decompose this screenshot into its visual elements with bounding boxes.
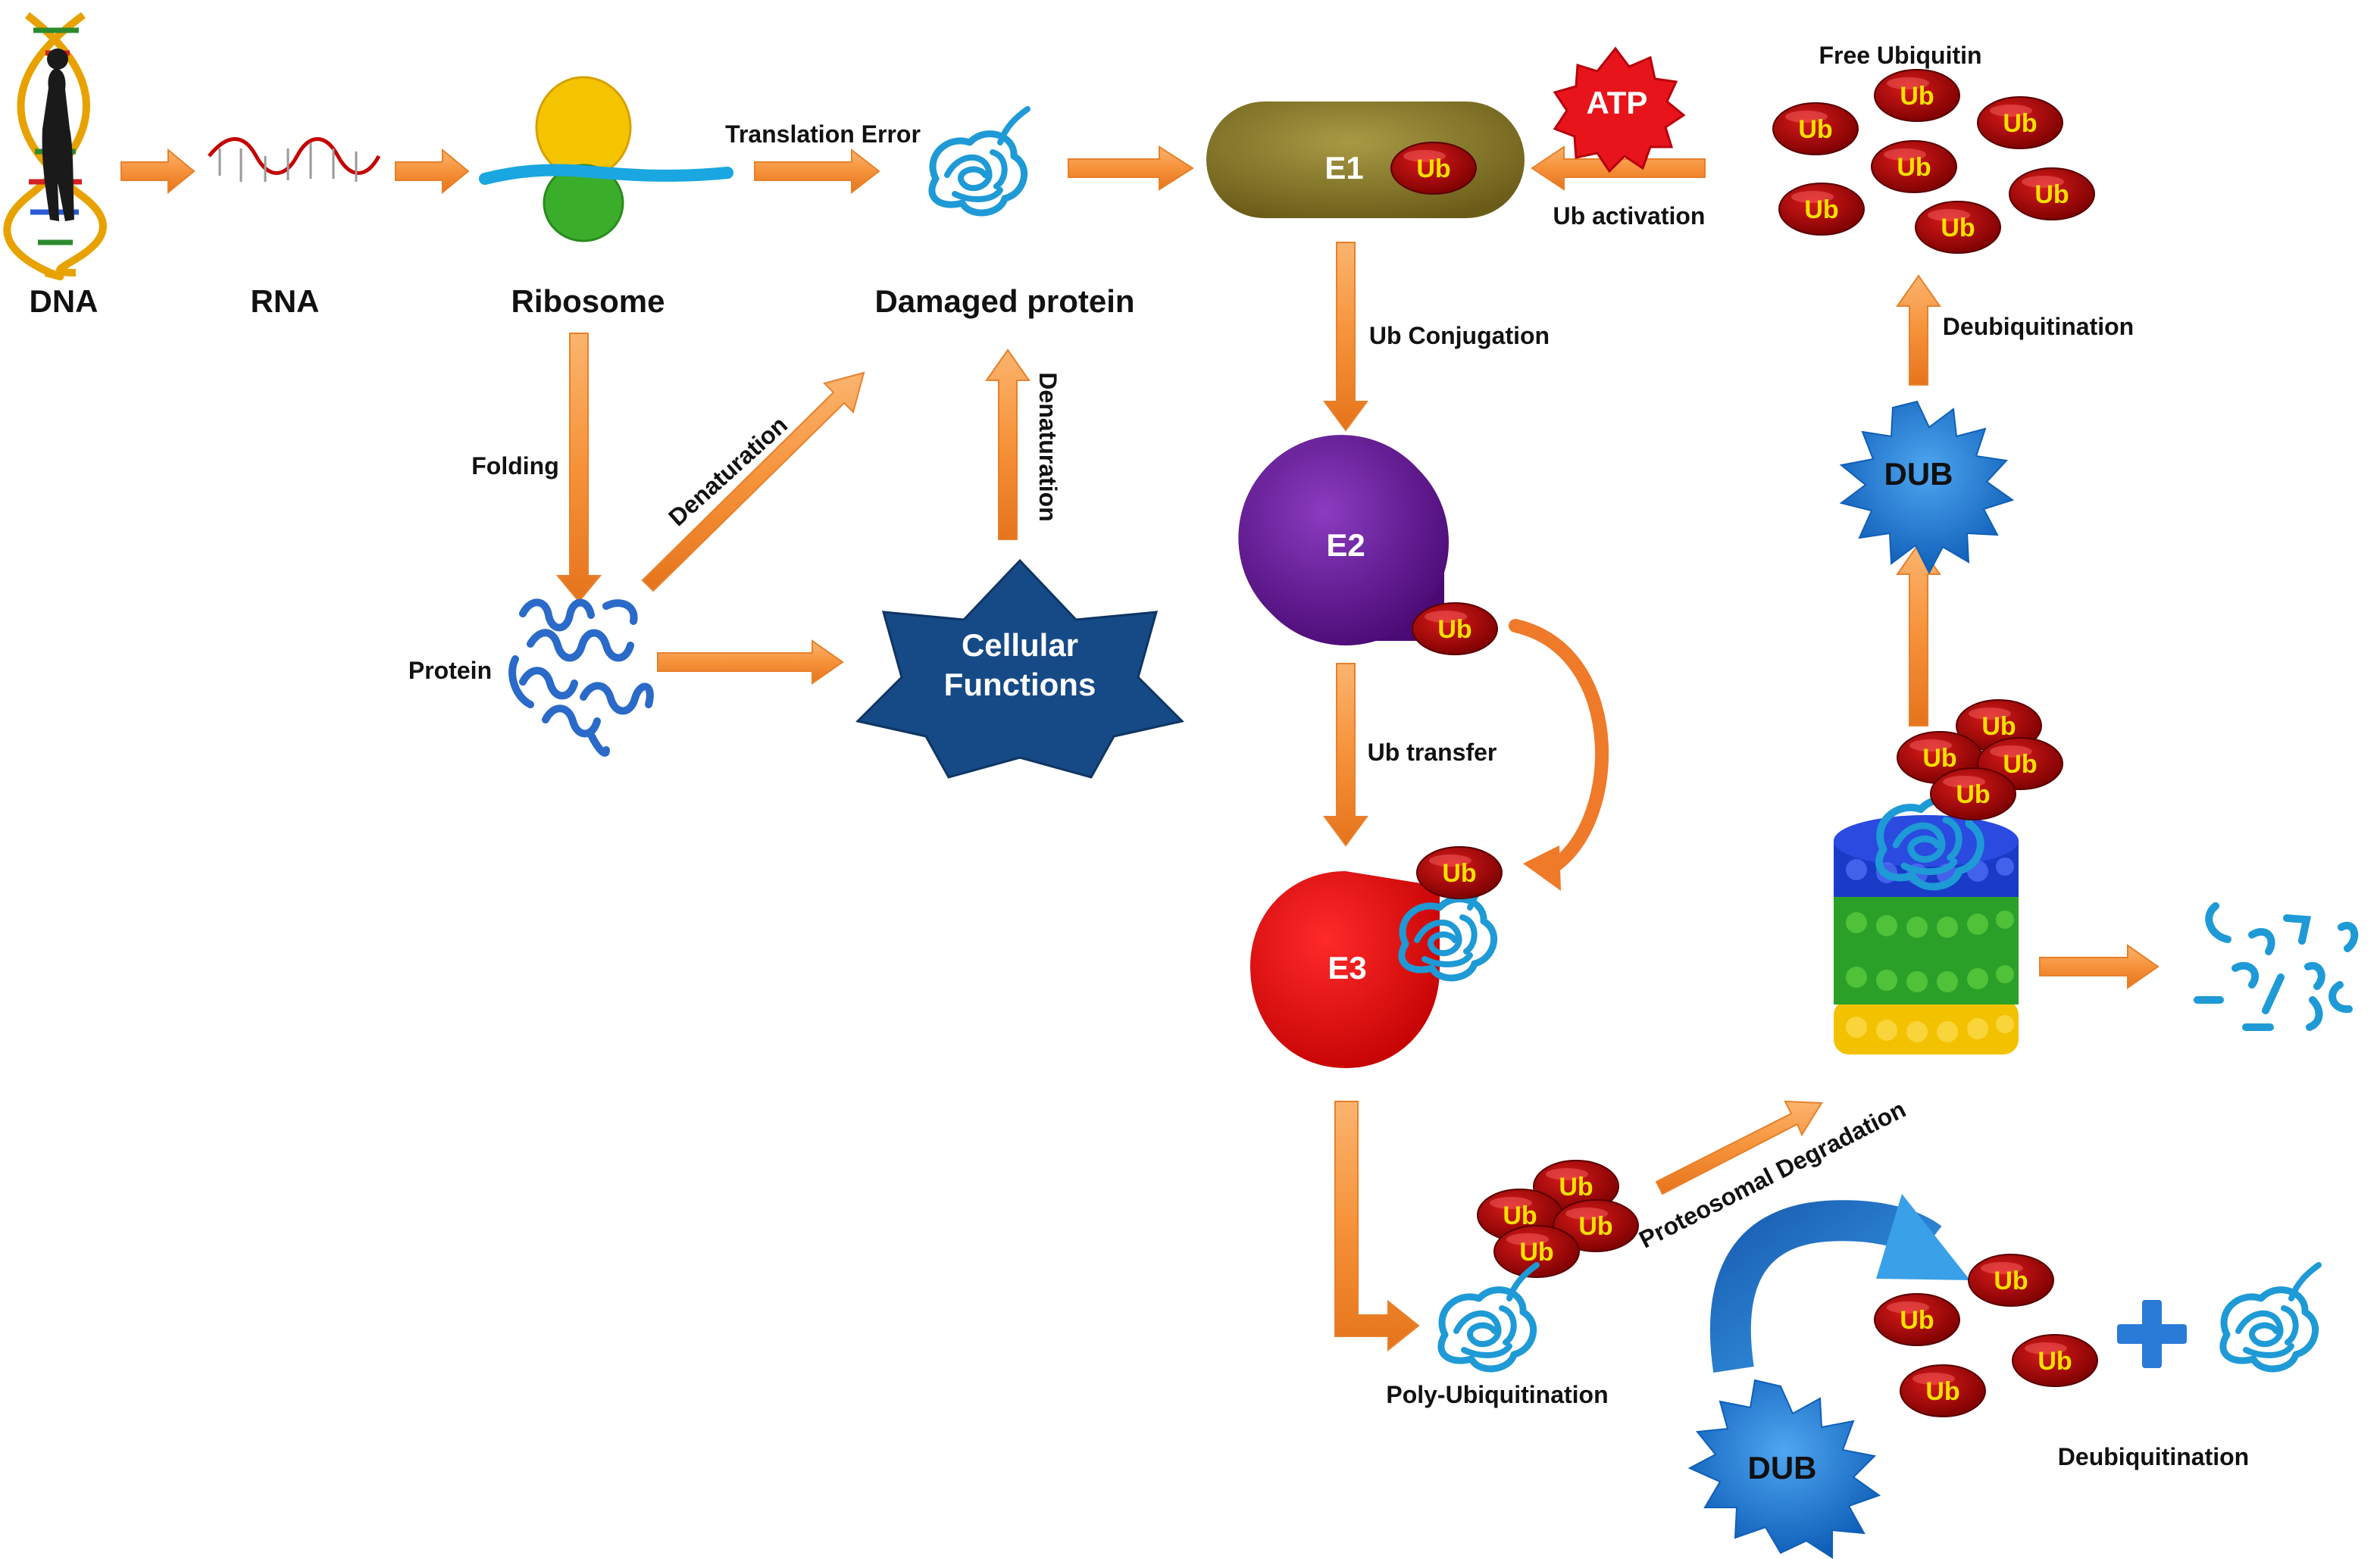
e1-enzyme: E1 Ub xyxy=(1206,102,1525,218)
released-protein-icon xyxy=(2223,1265,2319,1369)
flow-arrows xyxy=(120,145,2160,1352)
rna-label: RNA xyxy=(251,283,320,319)
poly-ub-3: Ub xyxy=(1578,1212,1612,1241)
arrow-e3-to-poly xyxy=(1334,1101,1420,1352)
free-ubiquitin-label: Free Ubiquitin xyxy=(1819,42,1981,69)
free-ubiquitin-cluster: Ub Ub Ub Ub Ub Ub Ub xyxy=(1772,69,2095,254)
e3-ub-label: Ub xyxy=(1442,859,1476,888)
e3-enzyme: E3 Ub xyxy=(1250,846,1503,1068)
atp-label: ATP xyxy=(1587,85,1648,120)
misfolded-protein-icon xyxy=(932,109,1027,213)
dub-bottom-label: DUB xyxy=(1748,1450,1817,1486)
poly-ubiquitination-label: Poly-Ubiquitination xyxy=(1386,1381,1608,1408)
folded-protein-icon xyxy=(508,598,654,757)
prot-ub-4: Ub xyxy=(1956,780,1990,809)
dub-top-label: DUB xyxy=(1884,456,1953,492)
arrow-cellular-denaturation xyxy=(985,348,1030,540)
free-ub-1: Ub xyxy=(1900,82,1934,111)
translation-error-label: Translation Error xyxy=(725,120,921,148)
free-ub-4: Ub xyxy=(1897,153,1931,182)
deubiquitination-bottom-label: Deubiquitination xyxy=(2058,1443,2249,1470)
e3-label: E3 xyxy=(1328,950,1366,986)
dub-top-burst: DUB xyxy=(1839,400,2015,575)
e2-label: E2 xyxy=(1326,527,1365,563)
plus-icon xyxy=(2117,1300,2187,1368)
atp-burst: ATP xyxy=(1553,46,1686,173)
free-ub-7: Ub xyxy=(1941,214,1975,242)
prot-ub-2: Ub xyxy=(1922,744,1956,773)
rel-ub-3: Ub xyxy=(2038,1347,2072,1376)
arrow-e2-ub-transfer-curve xyxy=(1509,619,1609,891)
arrow-protein-denaturation xyxy=(641,371,865,592)
arrow-e1-to-e2 xyxy=(1323,242,1368,432)
damaged-protein-label: Damaged protein xyxy=(874,283,1134,319)
arrow-damaged-to-e1 xyxy=(1068,145,1194,191)
poly-ubiquitin-chain: Ub Ub Ub Ub xyxy=(1477,1160,1639,1278)
arrow-proteasome-to-fragments xyxy=(2039,944,2160,989)
deubiquitination-top-label: Deubiquitination xyxy=(1943,313,2134,340)
released-ubiquitin: Ub Ub Ub Ub xyxy=(1874,1254,2098,1417)
free-ub-5: Ub xyxy=(1804,195,1838,224)
ub-activation-label: Ub activation xyxy=(1553,202,1706,230)
arrow-rna-to-ribosome xyxy=(395,148,470,195)
folding-label: Folding xyxy=(471,452,559,480)
dna-label: DNA xyxy=(30,283,99,319)
arrow-ribosome-folding xyxy=(555,333,602,603)
e2-enzyme: E2 Ub xyxy=(1238,435,1498,655)
ub-conjugation-label: Ub Conjugation xyxy=(1369,322,1550,349)
prot-ub-1: Ub xyxy=(1981,712,2016,741)
arrow-atp-to-e1 xyxy=(1531,145,1706,191)
poly-ub-4: Ub xyxy=(1519,1238,1553,1267)
arrow-ribosome-to-damaged xyxy=(754,148,880,195)
e1-ub-label: Ub xyxy=(1416,155,1450,183)
dna-helix-icon xyxy=(3,11,107,281)
functions-label: Functions xyxy=(944,667,1096,702)
rel-ub-4: Ub xyxy=(1925,1377,1959,1406)
free-ub-6: Ub xyxy=(2034,180,2069,209)
cellular-functions-star: Cellular Functions xyxy=(855,558,1184,779)
ub-transfer-label: Ub transfer xyxy=(1368,739,1497,766)
poly-ub-1: Ub xyxy=(1559,1173,1593,1201)
arrow-dna-to-rna xyxy=(120,148,195,195)
peptide-fragments-icon xyxy=(2194,902,2359,1031)
arrow-dub-to-free-ub xyxy=(1896,274,1941,386)
denaturation-vertical-label: Denaturation xyxy=(1034,372,1062,521)
arrow-e2-to-e3 xyxy=(1323,663,1368,847)
ribosome-label: Ribosome xyxy=(511,283,665,319)
e1-label: E1 xyxy=(1324,150,1363,186)
prot-ub-3: Ub xyxy=(2003,750,2037,779)
arrow-poly-to-proteasome xyxy=(1655,1100,1823,1195)
rna-strand-icon xyxy=(208,137,381,182)
arrow-dub-curve xyxy=(1709,1194,1970,1373)
free-ub-3: Ub xyxy=(2003,109,2037,138)
arrow-ub-to-dub xyxy=(1896,542,1941,726)
dub-bottom-burst: DUB xyxy=(1687,1379,1881,1559)
rel-ub-1: Ub xyxy=(1994,1267,2028,1295)
cellular-label: Cellular xyxy=(962,627,1078,663)
e2-ub-label: Ub xyxy=(1437,615,1471,644)
proteasome-ubiquitin-chain: Ub Ub Ub Ub xyxy=(1897,699,2063,820)
ribosome-icon xyxy=(479,76,733,242)
protein-label: Protein xyxy=(408,657,492,684)
free-ub-2: Ub xyxy=(1798,115,1832,144)
rel-ub-2: Ub xyxy=(1900,1306,1934,1335)
poly-ub-substrate-icon xyxy=(1441,1265,1537,1369)
proteasome-icon xyxy=(1834,773,2019,1054)
arrow-protein-to-cellular xyxy=(657,639,844,685)
